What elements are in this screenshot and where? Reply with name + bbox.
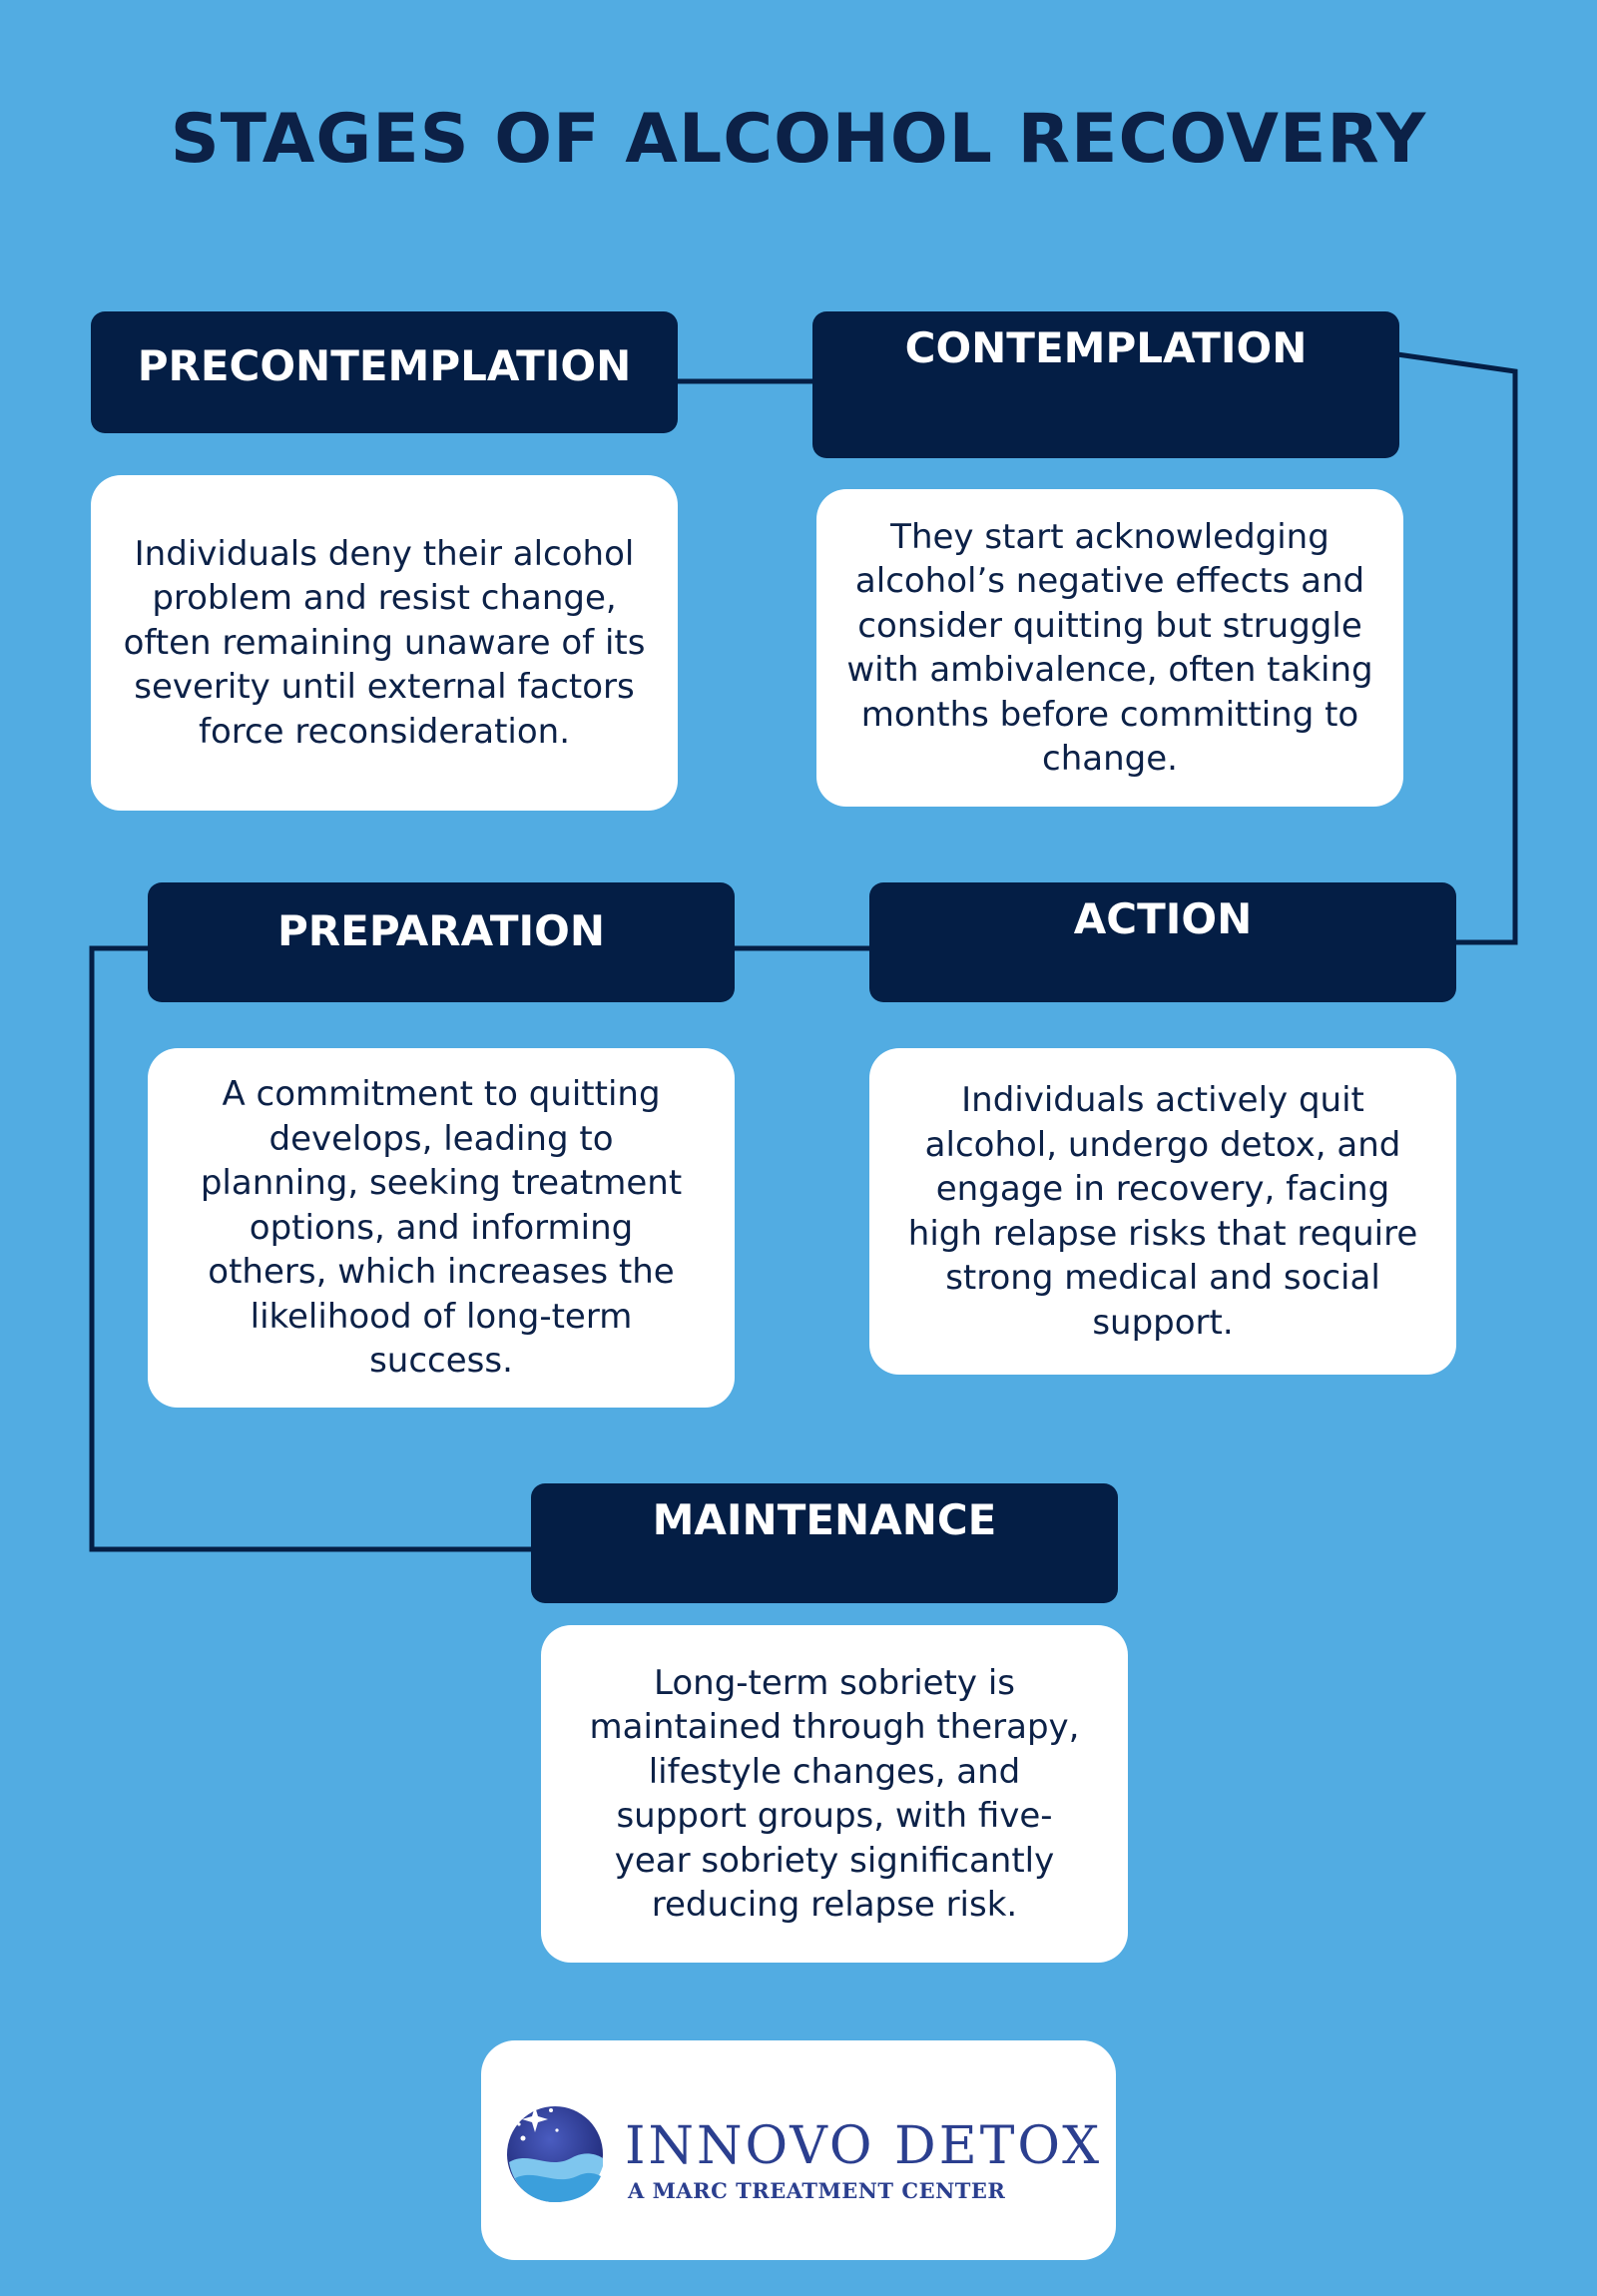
page-title: STAGES OF ALCOHOL RECOVERY: [170, 100, 1427, 179]
stage-title-maintenance: MAINTENANCE: [652, 1495, 997, 1544]
stage-description-maintenance: Long-term sobriety is maintained through…: [589, 1662, 1080, 1926]
stage-card-contemplation: They start acknowledging alcohol’s negat…: [816, 489, 1403, 807]
connector-preparation-maintenance: [89, 945, 532, 1552]
stage-header-action: ACTION: [869, 882, 1456, 1002]
stage-header-preparation: PREPARATION: [148, 882, 735, 1002]
stage-header-maintenance: MAINTENANCE: [531, 1483, 1118, 1603]
stage-card-maintenance: Long-term sobriety is maintained through…: [541, 1625, 1128, 1963]
stage-card-precontemplation: Individuals deny their alcohol problem a…: [91, 475, 678, 811]
logo-name: INNOVO DETOX: [625, 2116, 1103, 2176]
stage-header-precontemplation: PRECONTEMPLATION: [91, 311, 678, 433]
logo-card: INNOVO DETOX A MARC TREATMENT CENTER: [481, 2040, 1116, 2260]
stage-title-precontemplation: PRECONTEMPLATION: [137, 341, 632, 390]
connector-contemplation-action: [1396, 351, 1518, 945]
stage-description-precontemplation: Individuals deny their alcohol problem a…: [123, 533, 646, 752]
stage-card-preparation: A commitment to quitting develops, leadi…: [148, 1048, 735, 1408]
logo-tagline: A MARC TREATMENT CENTER: [628, 2178, 1006, 2203]
stage-header-contemplation: CONTEMPLATION: [812, 311, 1399, 458]
stage-description-action: Individuals actively quit alcohol, under…: [907, 1080, 1418, 1343]
stage-title-contemplation: CONTEMPLATION: [904, 323, 1308, 372]
stage-title-preparation: PREPARATION: [277, 906, 605, 955]
stage-title-action: ACTION: [1073, 894, 1253, 943]
moon-wave-icon: [507, 2106, 603, 2202]
stage-card-action: Individuals actively quit alcohol, under…: [869, 1048, 1456, 1375]
stage-description-preparation: A commitment to quitting develops, leadi…: [200, 1074, 683, 1382]
stage-description-contemplation: They start acknowledging alcohol’s negat…: [846, 516, 1373, 780]
